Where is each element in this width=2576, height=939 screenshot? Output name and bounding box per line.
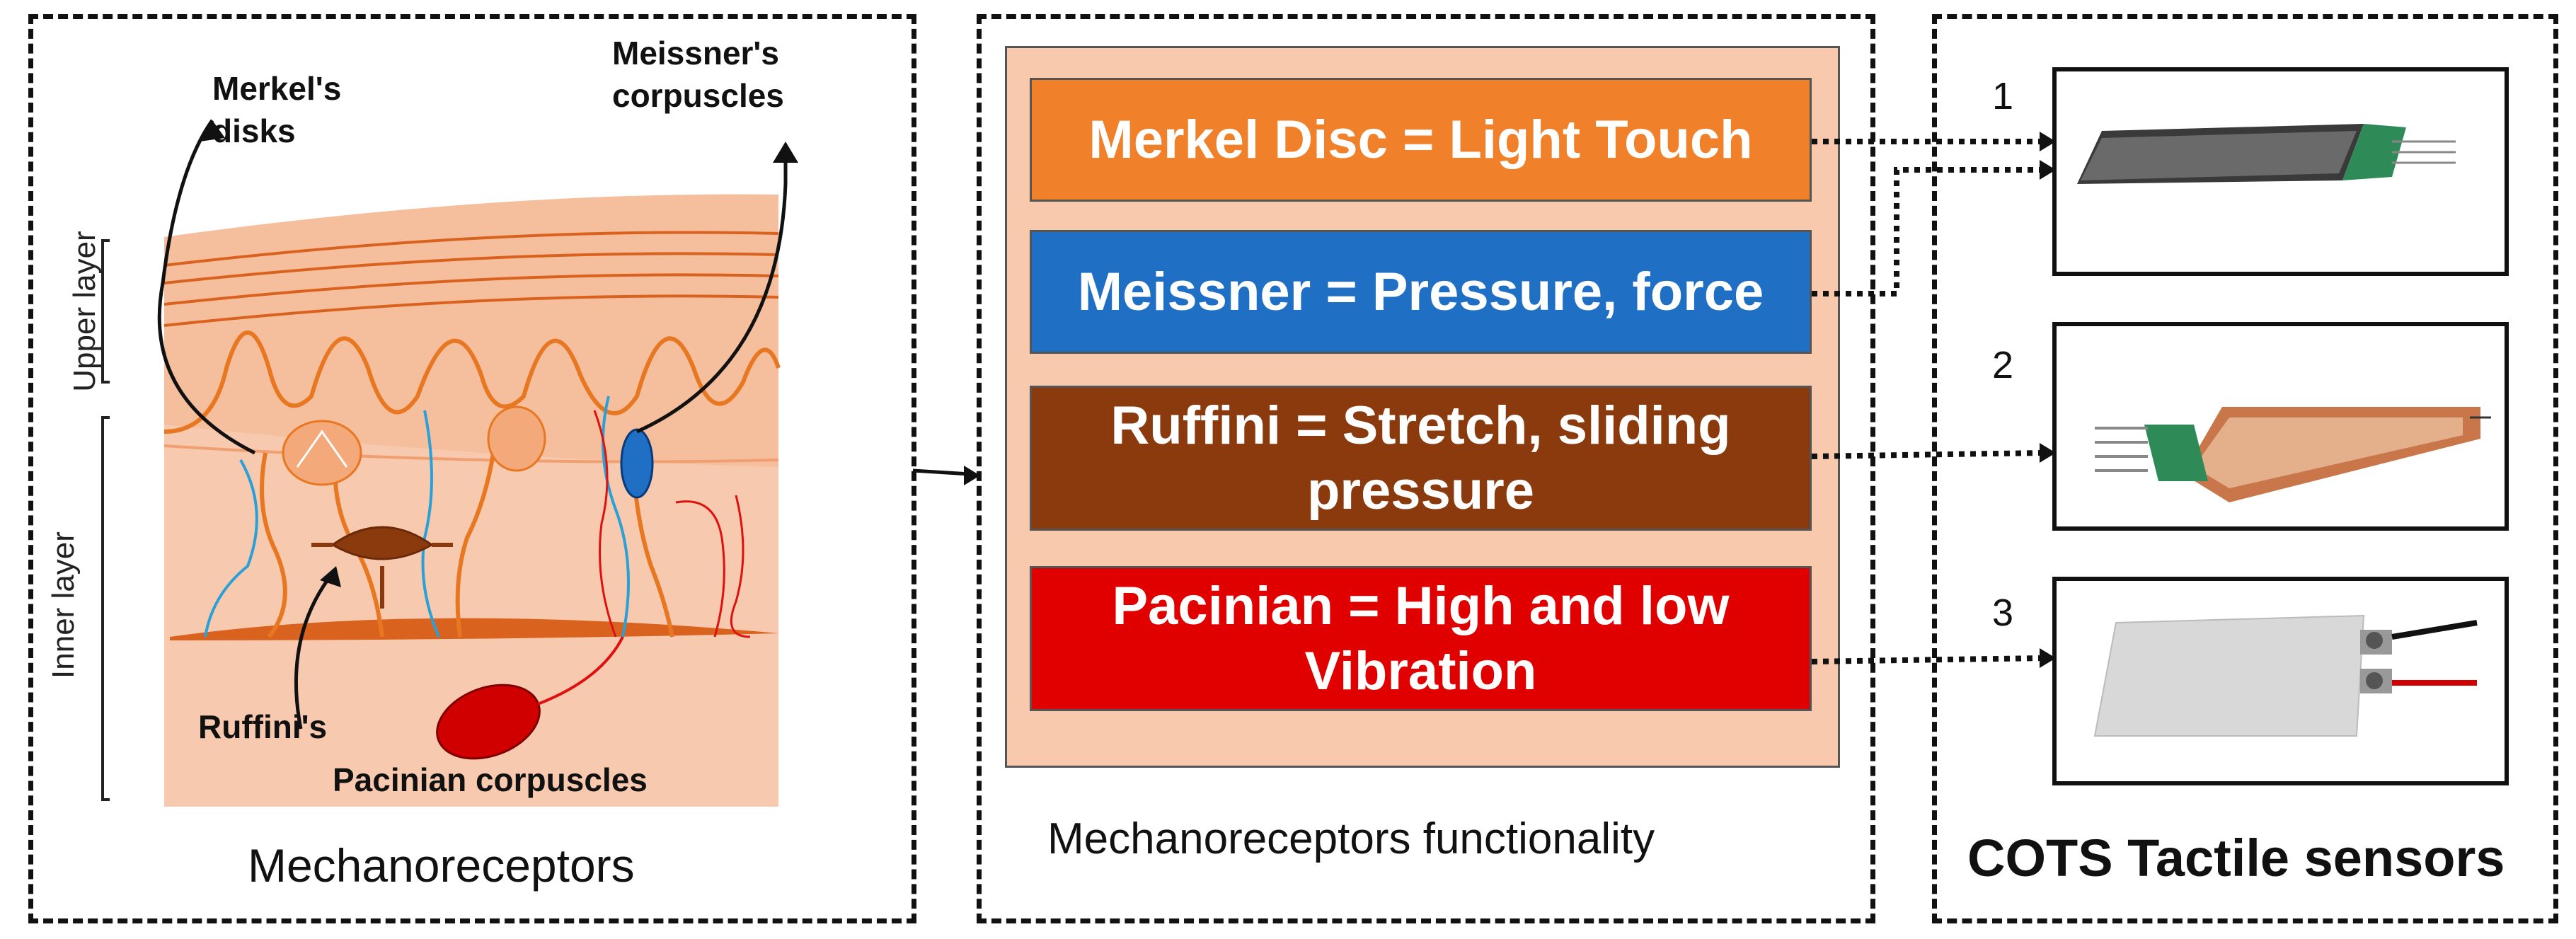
connector-pacinian	[1811, 655, 2042, 664]
blue-fiber-2	[421, 410, 440, 638]
blue-fiber-3	[602, 396, 630, 638]
connector-ruffini	[1811, 450, 2042, 459]
nerve-3	[455, 438, 498, 638]
upper-layer-bracket	[101, 239, 110, 384]
pacinian-function-box: Pacinian = High and low Vibration	[1030, 566, 1812, 711]
merkel-label-line1: Merkel's	[212, 70, 342, 107]
meissner-label: Meissner's corpuscles	[612, 32, 784, 117]
functionality-caption: Mechanoreceptors functionality	[1047, 814, 1655, 863]
merkel-disk-2	[487, 405, 546, 472]
epidermis	[164, 194, 778, 467]
ruffini-function-box: Ruffini = Stretch, sliding pressure	[1030, 386, 1812, 531]
merkel-function-text: Merkel Disc = Light Touch	[1088, 109, 1753, 170]
merkel-label: Merkel's disks	[212, 67, 341, 152]
nerve-4	[631, 466, 674, 638]
ruffini-label: Ruffini's	[198, 708, 328, 745]
piezo-sensor	[2093, 614, 2478, 737]
red-fiber-3	[730, 495, 751, 638]
meissner-function-text: Meissner = Pressure, force	[1077, 261, 1764, 322]
meissner-corpuscle	[620, 428, 654, 499]
functionality-panel	[977, 14, 1875, 923]
merkel-label-line2: disks	[212, 113, 296, 149]
ruffini-function-text-line1: Ruffini = Stretch, sliding	[1110, 395, 1731, 456]
merkel-pointer	[157, 119, 256, 455]
merkel-function-box: Merkel Disc = Light Touch	[1030, 78, 1812, 202]
meissner-label-line1: Meissner's	[612, 35, 779, 71]
sensor-number-1: 1	[1992, 75, 2014, 117]
dermis-line	[163, 444, 779, 463]
merkel-disk-1	[282, 420, 362, 486]
sensors-caption: COTS Tactile sensors	[1967, 829, 2505, 887]
red-fiber-2	[675, 500, 725, 638]
red-fiber-1	[593, 410, 617, 638]
nerve-1	[260, 452, 287, 638]
sensor-number-2: 2	[1992, 344, 2014, 386]
blue-fiber-1	[204, 459, 258, 638]
meissner-pointer	[636, 149, 788, 434]
sensor-number-3: 3	[1992, 592, 2014, 634]
meissner-label-line2: corpuscles	[612, 77, 784, 114]
sensors-panel	[1932, 14, 2558, 923]
meissner-function-box: Meissner = Pressure, force	[1030, 230, 1812, 354]
epidermis-lines	[163, 231, 779, 327]
ruffini-function-text-line2: pressure	[1306, 460, 1535, 521]
copper-sensor	[2095, 407, 2491, 502]
mechanoreceptors-panel	[28, 14, 916, 923]
inner-layer-bracket	[101, 416, 110, 801]
mechanoreceptors-caption: Mechanoreceptors	[248, 839, 635, 892]
dermal-papillae	[163, 330, 781, 434]
pacinian-function-text-line2: Vibration	[1304, 640, 1537, 701]
flex-sensor-strip	[2077, 124, 2456, 184]
pacinian-function-text-line1: Pacinian = High and low	[1112, 575, 1730, 636]
ruffini-pointer	[294, 572, 334, 730]
pacinian-label: Pacinian corpuscles	[333, 761, 648, 798]
